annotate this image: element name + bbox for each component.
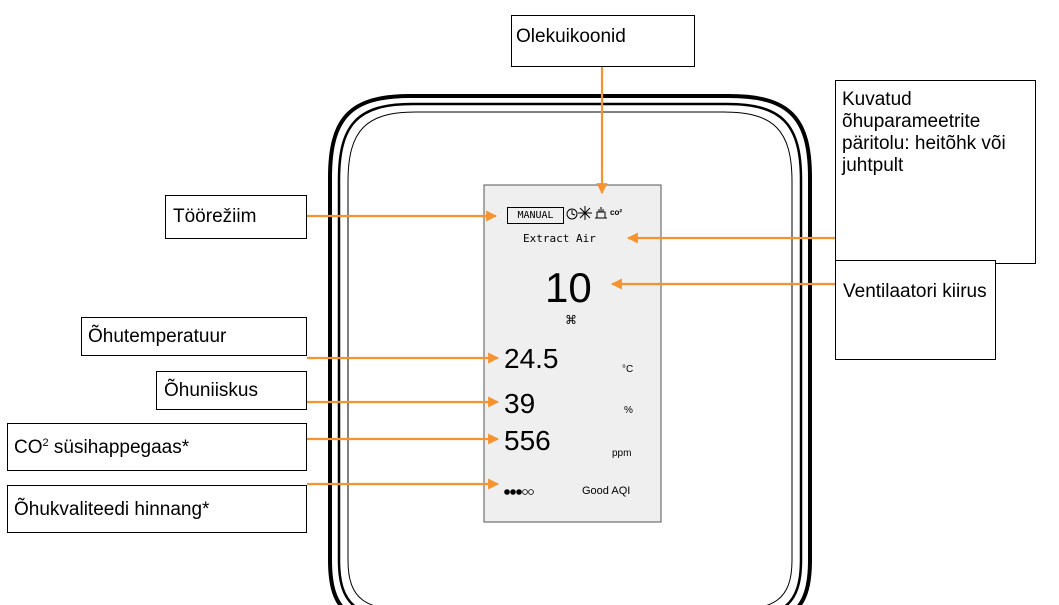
status-icons [566,206,607,220]
snowflake-icon [578,206,592,220]
aqi-dot-filled [510,489,516,495]
aqi-dot-filled [504,489,510,495]
co2-unit: ppm [612,448,632,459]
co2-label-prefix: CO [14,437,43,458]
aqi-dot-empty [522,489,528,495]
aqi-text: Good AQI [582,485,631,497]
co2-value: 556 [504,425,551,456]
fan-speed-value: 10 [545,264,592,311]
source-indicator: Extract Air [523,232,596,245]
label-co2: CO2 süsihappegaas* [7,423,307,471]
aqi-dot-empty [528,489,534,495]
label-mode: Töörežiim [165,195,307,239]
label-fan-speed: Ventilaatori kiirus [835,260,996,360]
co2-icon: co² [610,208,622,217]
fan-icon: ⌘ [565,313,577,327]
callout-arrows [307,66,835,490]
aqi-dots [504,489,534,495]
co2-label-suffix: süsihappegaas* [48,437,190,458]
mode-badge: MANUAL [507,207,564,224]
aqi-dot-filled [516,489,522,495]
co2-label-sup: 2 [42,437,49,449]
label-aqi: Õhukvaliteedi hinnang* [7,485,307,533]
timer-icon [566,208,578,220]
temperature-unit: °C [622,364,634,375]
label-status-icons: Olekuikoonid [511,15,695,67]
label-humidity: Õhuniiskus [156,371,307,410]
device-frame [328,94,812,605]
label-source: Kuvatud õhuparameetrite päritolu: heitõh… [835,80,1036,264]
label-temperature: Õhutemperatuur [81,317,307,356]
humidity-unit: % [624,405,633,416]
temperature-value: 24.5 [504,343,559,374]
humidity-value: 39 [504,388,536,419]
heating-icon [595,207,607,219]
